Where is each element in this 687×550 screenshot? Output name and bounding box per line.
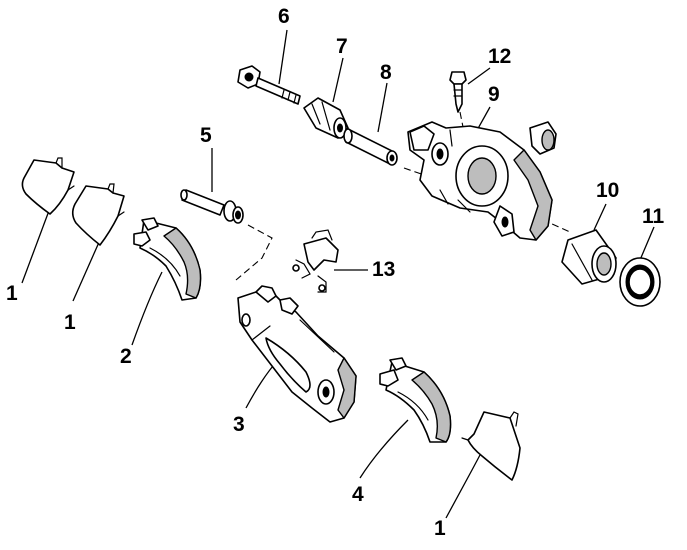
caliper-bushing (529, 121, 557, 155)
sleeve-boot (303, 97, 349, 139)
anti-rattle-clips (292, 229, 339, 293)
callout-bleeder: 12 (488, 45, 512, 68)
caliper-piston (561, 229, 617, 285)
callout-bolt: 6 (278, 5, 290, 28)
callout-boot: 7 (336, 35, 348, 58)
bleeder-screw (449, 71, 467, 113)
caliper-body (407, 121, 553, 241)
piston-seal (619, 257, 661, 307)
leader-boot (332, 57, 344, 103)
mounting-bolt (237, 65, 301, 105)
callout-sleeve: 8 (380, 61, 392, 84)
callout-clip: 13 (372, 258, 396, 281)
leader-piston (593, 203, 607, 231)
shim-left-inner (71, 183, 125, 246)
leader-pad-inner (131, 271, 163, 346)
leader-shim-c (445, 454, 481, 519)
callout-bracket: 3 (233, 413, 245, 436)
leader-sleeve (377, 82, 388, 133)
shim-right (461, 411, 521, 481)
callout-piston: 10 (596, 179, 620, 202)
callout-seal: 11 (642, 205, 665, 228)
callout-caliper: 9 (488, 83, 500, 106)
leader-bleeder (467, 67, 491, 85)
leader-shim-a (21, 207, 51, 284)
shim-left-outer (21, 157, 75, 215)
guide-sleeve (343, 128, 398, 166)
callout-pad-outer: 4 (352, 483, 364, 506)
callout-shim-a: 1 (6, 282, 18, 305)
callout-pin: 5 (200, 124, 212, 147)
caliper-bracket (237, 285, 357, 423)
brake-pad-inner (133, 217, 202, 301)
leader-seal (639, 226, 655, 261)
leader-lines (21, 29, 655, 519)
brake-pad-outer (379, 357, 452, 443)
callout-shim-b: 1 (64, 311, 76, 334)
leader-pad-outer (359, 419, 409, 479)
callout-pad-inner: 2 (120, 345, 132, 368)
leader-bolt (278, 29, 288, 85)
leader-shim-b (72, 239, 101, 302)
centerline-pin-to-bracket (235, 224, 273, 281)
guide-pin (180, 189, 244, 224)
callout-shim-c: 1 (434, 517, 446, 540)
